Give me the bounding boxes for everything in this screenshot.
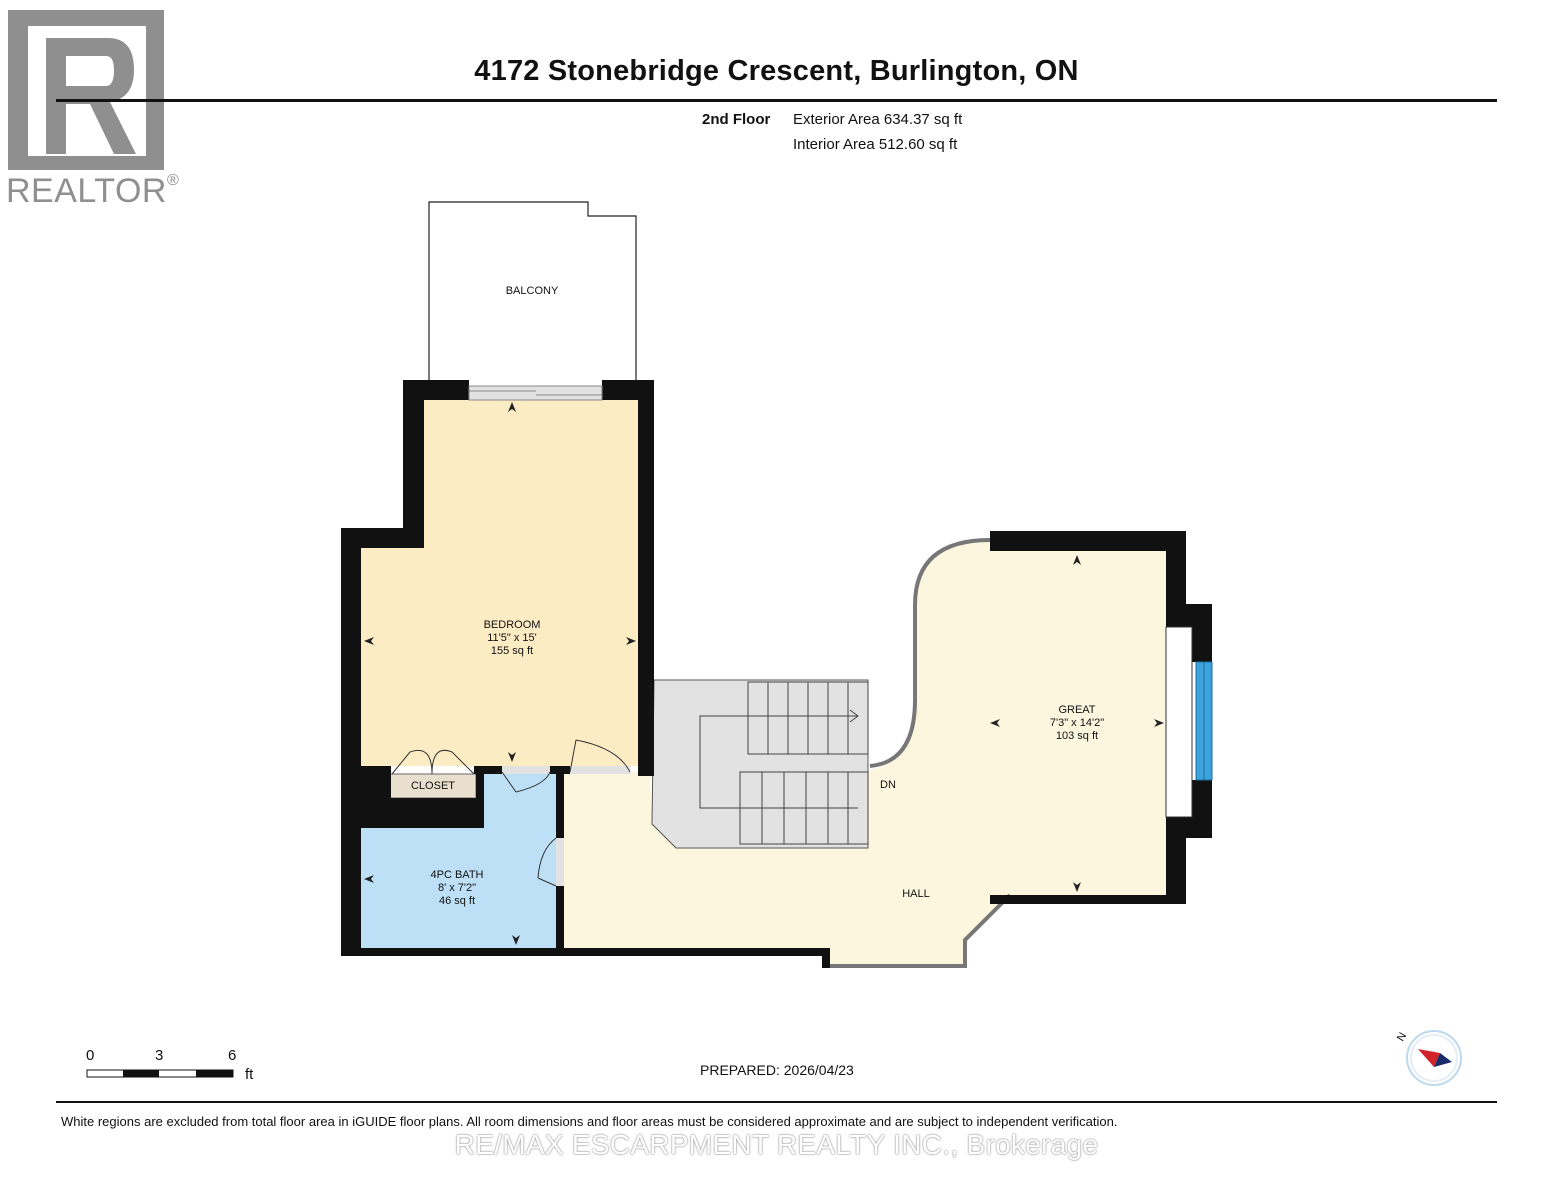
page-title: 4172 Stonebridge Crescent, Burlington, O… — [474, 55, 1079, 87]
room-label-closet: CLOSET — [411, 780, 455, 793]
walls — [341, 380, 1212, 968]
bath-floor-upper — [484, 772, 558, 832]
great-name: GREAT — [1058, 704, 1096, 716]
bath-name: 4PC BATH — [430, 869, 484, 881]
hall-name: HALL — [902, 888, 930, 900]
scale-bar — [86, 1069, 234, 1078]
bath-floor — [360, 828, 558, 948]
stairs-down-label: DN — [880, 779, 896, 792]
bath-dims: 8' x 7'2" — [437, 882, 477, 894]
stairs-dn-text: DN — [880, 779, 896, 791]
room-label-great: GREAT 7'3" x 14'2" 103 sq ft — [1050, 704, 1104, 743]
bedroom-floor — [360, 400, 638, 766]
bedroom-name: BEDROOM — [483, 619, 541, 631]
prepared-date: PREPARED: 2026/04/23 — [700, 1062, 854, 1078]
hall-floor — [560, 770, 1010, 965]
footer-divider — [56, 1101, 1497, 1103]
bedroom-area: 155 sq ft — [490, 645, 534, 657]
realtor-logo: REALTOR® — [6, 8, 182, 210]
realtor-r-icon — [8, 10, 164, 170]
great-dims: 7'3" x 14'2" — [1049, 717, 1105, 729]
balcony-outline — [428, 201, 637, 382]
bedroom-dims: 11'5" x 15' — [487, 632, 537, 644]
scale-tick-3: 3 — [155, 1047, 164, 1064]
room-label-hall: HALL — [902, 888, 930, 901]
stairs-floor — [651, 679, 869, 849]
interior-area: Interior Area 512.60 sq ft — [793, 136, 958, 153]
balcony-slider — [468, 385, 603, 401]
room-label-balcony: BALCONY — [506, 285, 559, 298]
closet-name: CLOSET — [410, 780, 456, 792]
great-curved-wall — [869, 538, 991, 768]
dimension-arrows — [364, 402, 1164, 945]
door-swings — [391, 739, 631, 887]
registered-mark: ® — [166, 172, 180, 189]
room-label-bath: 4PC BATH 8' x 7'2" 46 sq ft — [431, 869, 484, 908]
bath-area: 46 sq ft — [438, 895, 476, 907]
great-window-frame — [1165, 626, 1193, 818]
scale-tick-6: 6 — [228, 1047, 237, 1064]
great-floor — [870, 540, 1166, 895]
title-divider — [56, 99, 1497, 102]
exterior-area: Exterior Area 634.37 sq ft — [793, 111, 963, 128]
balcony-name: BALCONY — [505, 285, 559, 297]
stair-treads — [699, 681, 869, 845]
floor-label: 2nd Floor — [702, 111, 771, 128]
great-area: 103 sq ft — [1055, 730, 1099, 742]
realtor-wordmark: REALTOR — [6, 172, 167, 210]
scale-tick-0: 0 — [86, 1047, 95, 1064]
room-label-bedroom: BEDROOM 11'5" x 15' 155 sq ft — [484, 619, 541, 658]
disclaimer-text: White regions are excluded from total fl… — [61, 1114, 1118, 1129]
compass-icon: N — [1395, 1027, 1466, 1089]
hall-angled-wall — [830, 893, 1012, 968]
brokerage-watermark: RE/MAX ESCARPMENT REALTY INC., Brokerage — [454, 1129, 1099, 1160]
scale-unit: ft — [245, 1066, 254, 1083]
